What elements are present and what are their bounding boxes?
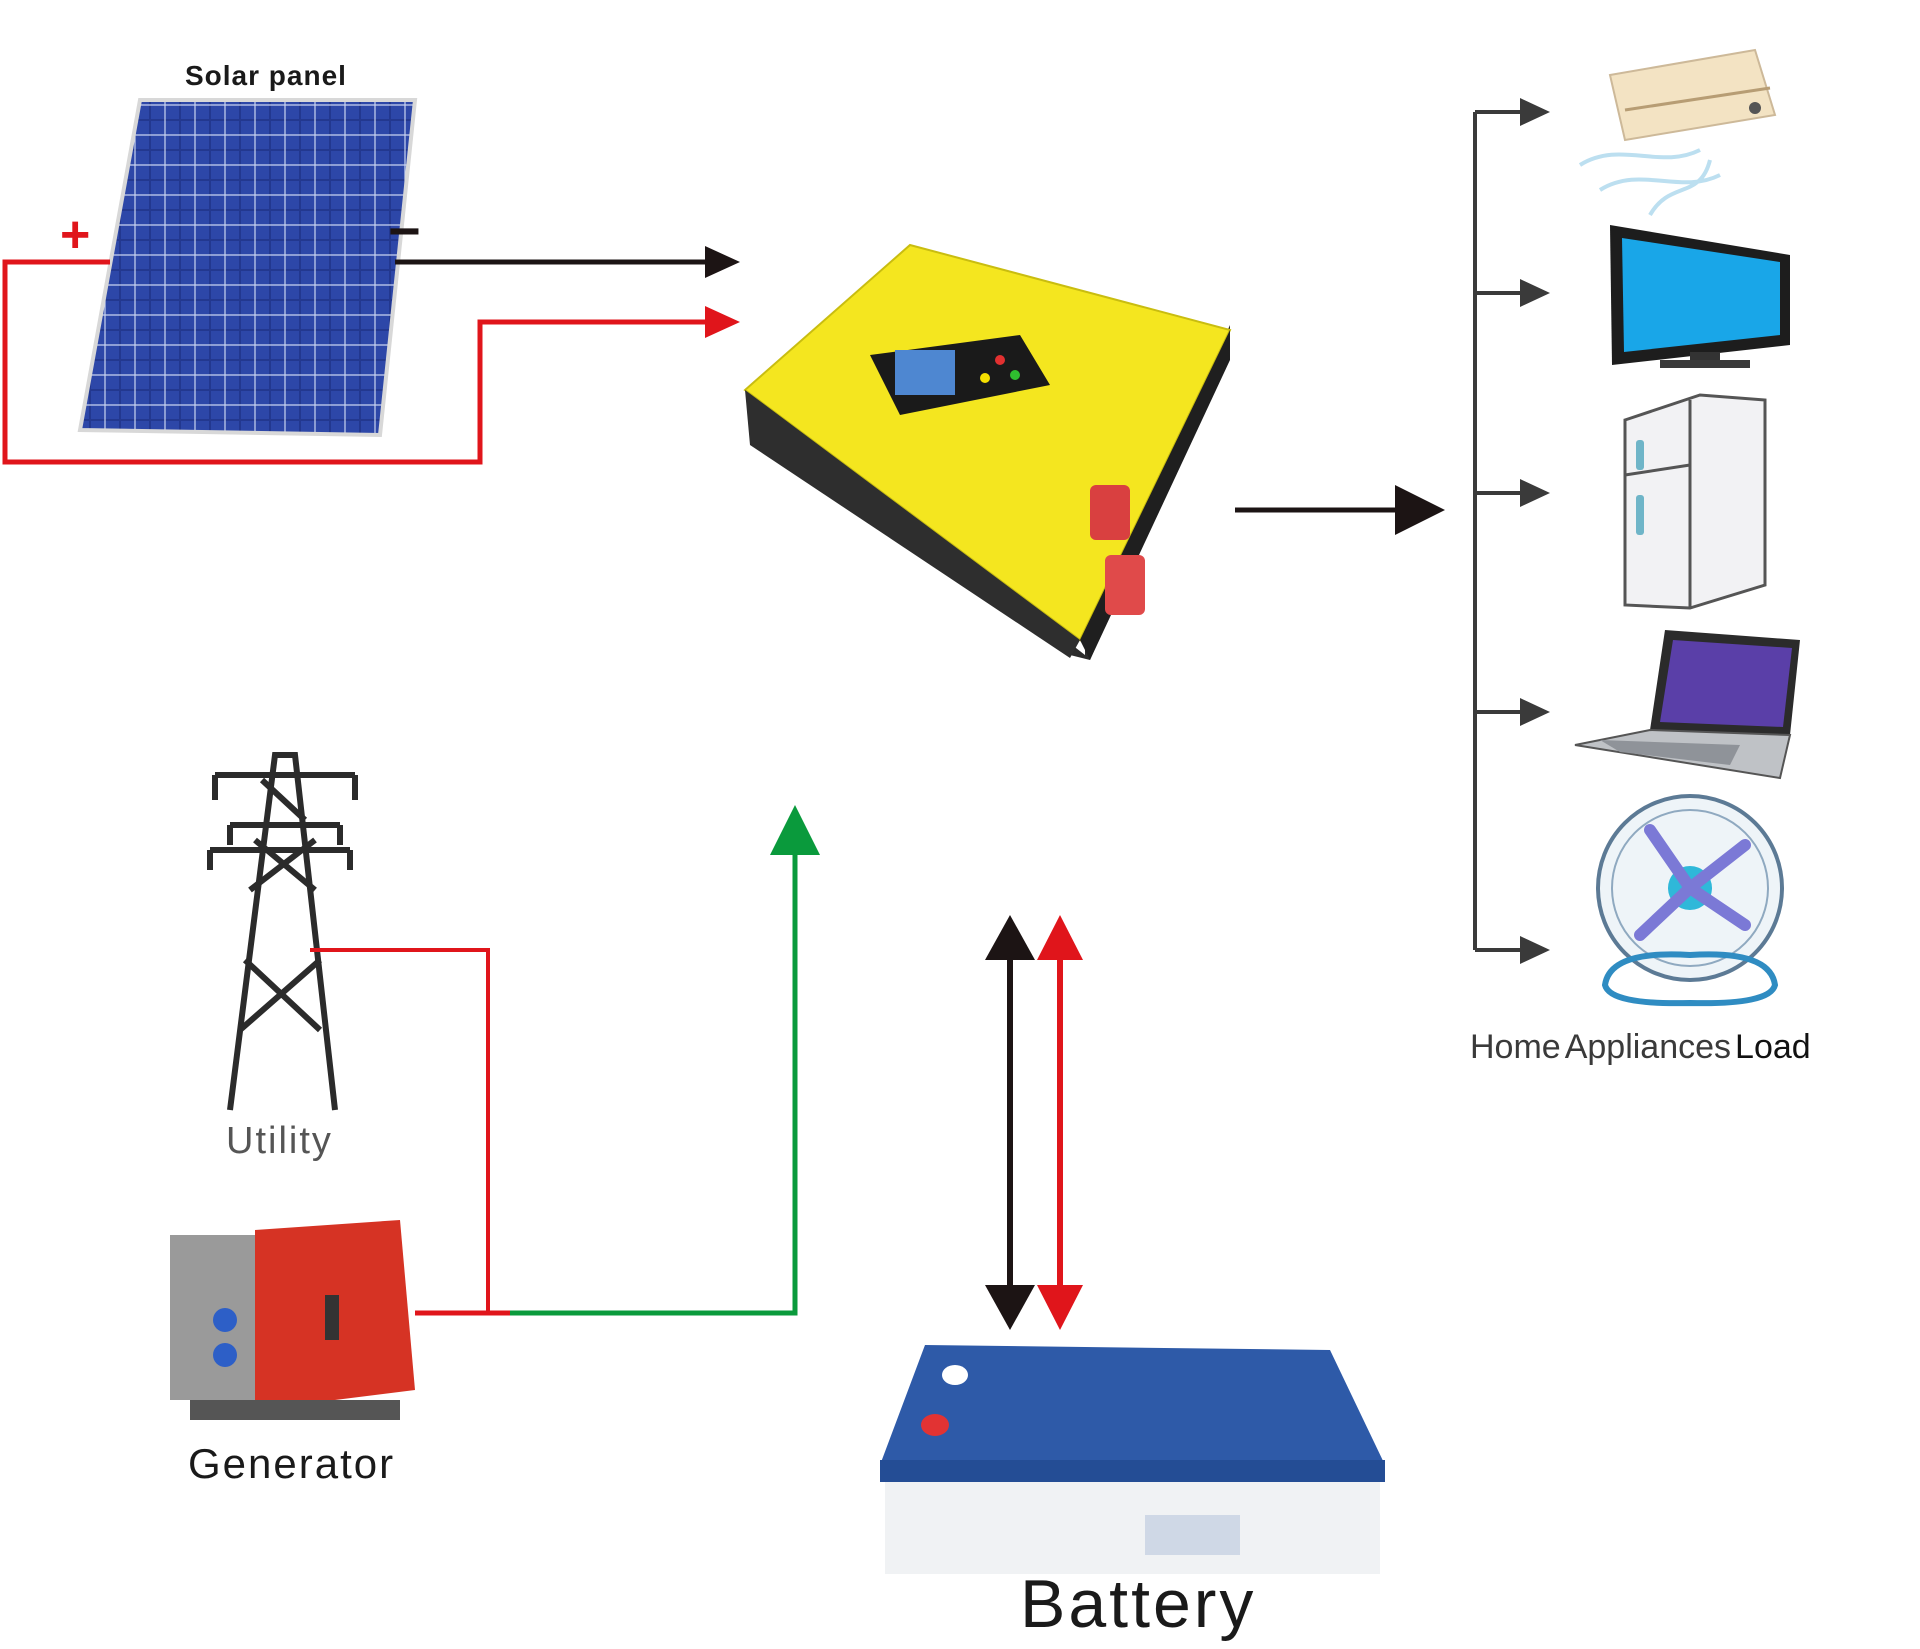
arrow-battery-up-red xyxy=(1037,915,1083,960)
solar-panel-label: Solar panel xyxy=(185,60,347,91)
generator-icon xyxy=(170,1220,415,1420)
plus-sign: + xyxy=(60,206,90,264)
minus-sign: − xyxy=(388,199,421,262)
arrow-battery-up-black xyxy=(985,915,1035,960)
battery-wiring xyxy=(985,915,1083,1330)
battery-icon xyxy=(880,1345,1385,1574)
arrow-solar-positive xyxy=(705,306,740,338)
solar-panel-icon xyxy=(77,98,418,438)
air-conditioner-icon xyxy=(1578,48,1777,217)
utility-label: Utility xyxy=(226,1120,333,1162)
load-bus xyxy=(1473,98,1550,964)
laptop-icon xyxy=(1574,630,1800,780)
inverter-icon xyxy=(743,243,1232,660)
arrow-battery-down-black xyxy=(985,1285,1035,1330)
battery-label: Battery xyxy=(1020,1566,1257,1642)
arrow-battery-down-red xyxy=(1037,1285,1083,1330)
fan-icon xyxy=(1596,794,1784,1007)
tv-icon xyxy=(1610,225,1790,368)
solar-wiring xyxy=(2,246,740,465)
load-label-load: Load xyxy=(1735,1028,1811,1066)
arrow-ac-input xyxy=(770,805,820,855)
load-label-appliances: Appliances xyxy=(1564,1028,1732,1066)
inverter-to-load-arrow xyxy=(1235,485,1445,535)
generator-label: Generator xyxy=(188,1440,396,1487)
tower-icon xyxy=(207,752,358,1111)
utility-generator-wiring xyxy=(310,805,820,1316)
fridge-icon xyxy=(1623,393,1767,610)
load-label-home: Home xyxy=(1470,1028,1561,1066)
arrow-solar-negative xyxy=(705,246,740,278)
